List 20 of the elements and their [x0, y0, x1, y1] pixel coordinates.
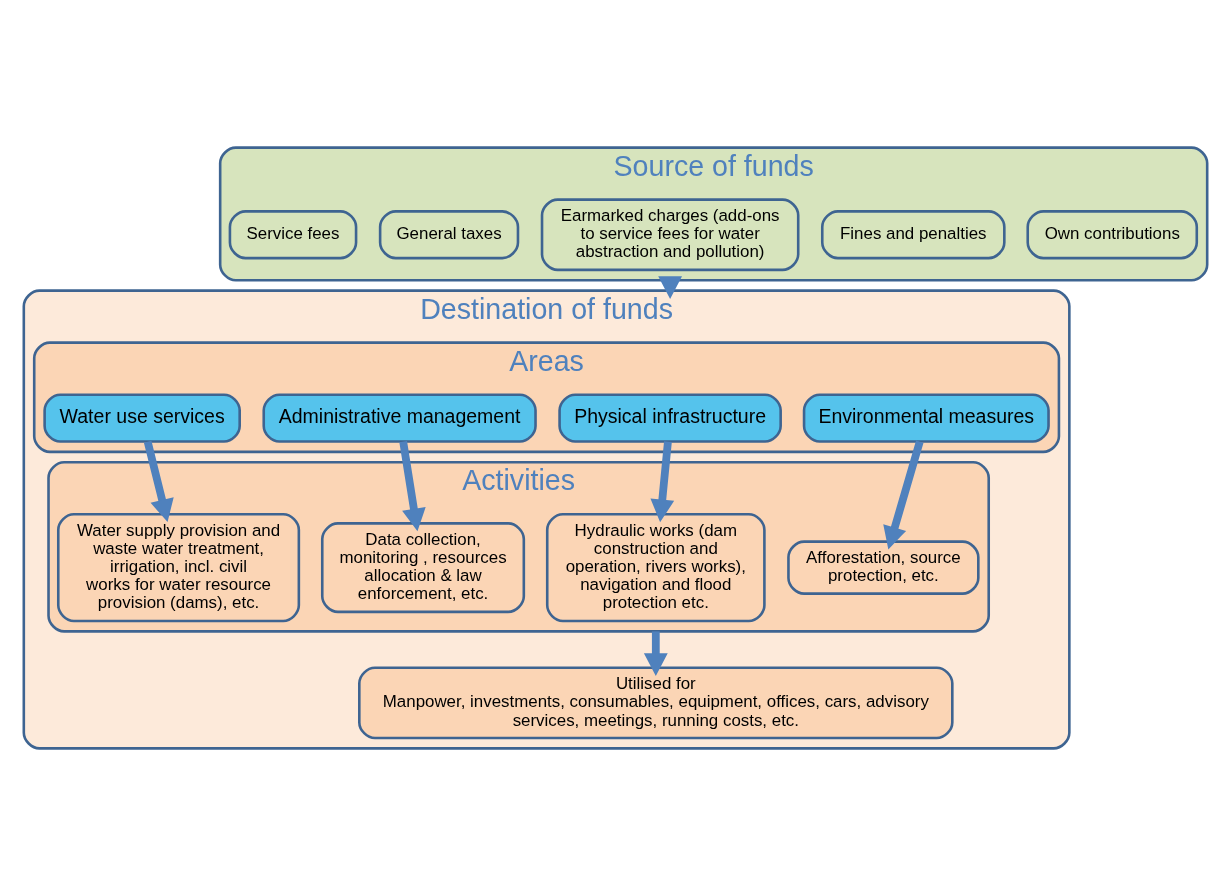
node-box: Physical infrastructure [558, 393, 782, 443]
node-box: Hydraulic works (dam construction and operation, rivers works), navigation and flood protection etc. [545, 513, 766, 623]
node-box: Utilised for Manpower, investments, consumables, equipment, offices, cars, advisory services, meetings, running costs, etc. [358, 666, 954, 740]
node-box: General taxes [378, 210, 520, 260]
node-box: Service fees [228, 210, 358, 260]
arrow [399, 441, 426, 532]
arrow [650, 441, 675, 523]
node-box: Earmarked charges (add-ons to service fees for water abstraction and pollution) [540, 198, 800, 272]
node-box: Water use services [43, 393, 241, 443]
node-box: Administrative management [262, 393, 537, 443]
node-box: Water supply provision and waste water treatment, irrigation, incl. civil works for water resource provision (dams), etc. [56, 513, 301, 623]
node-box: Afforestation, source protection, etc. [787, 540, 980, 595]
node-box: Data collection, monitoring , resources allocation & law enforcement, etc. [320, 522, 526, 614]
arrow [143, 440, 174, 522]
node-box: Own contributions [1026, 210, 1199, 260]
arrow [643, 631, 668, 677]
node-box: Fines and penalties [820, 210, 1006, 260]
arrow [883, 440, 924, 550]
node-box: Environmental measures [802, 393, 1050, 443]
arrow [658, 276, 683, 300]
